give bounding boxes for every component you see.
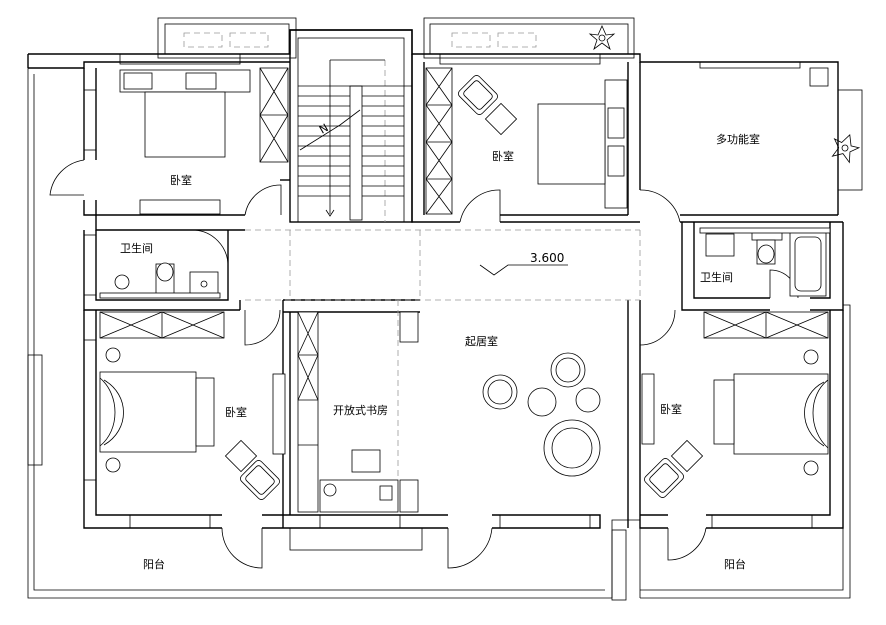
elevation-value: 3.600 <box>530 251 564 265</box>
plant-icon <box>588 25 616 51</box>
bath-fixtures <box>99 227 831 299</box>
room-label-study: 开放式书房 <box>333 403 388 417</box>
room-label-bedroom-nw: 卧室 <box>170 173 192 187</box>
plant-icon <box>831 134 861 164</box>
room-label-bedroom-n: 卧室 <box>492 149 514 163</box>
elevation-marker <box>479 264 568 276</box>
room-label-balcony-w: 阳台 <box>143 557 165 571</box>
dashed-lines <box>245 60 641 480</box>
room-label-multi-room: 多功能室 <box>716 132 760 146</box>
room-label-bedroom-sw: 卧室 <box>225 405 247 419</box>
room-label-bath-e: 卫生间 <box>700 270 733 284</box>
wardrobes <box>99 67 829 513</box>
beds <box>99 69 829 476</box>
armchairs <box>224 75 704 513</box>
door-swings <box>49 159 799 569</box>
stair-up-mark: N <box>317 121 331 136</box>
walls <box>27 29 863 551</box>
room-label-balcony-e: 阳台 <box>724 557 746 571</box>
room-label-bath-w: 卫生间 <box>120 241 153 255</box>
room-label-living: 起居室 <box>465 334 498 348</box>
room-label-bedroom-se: 卧室 <box>660 402 682 416</box>
staircase <box>298 59 412 221</box>
